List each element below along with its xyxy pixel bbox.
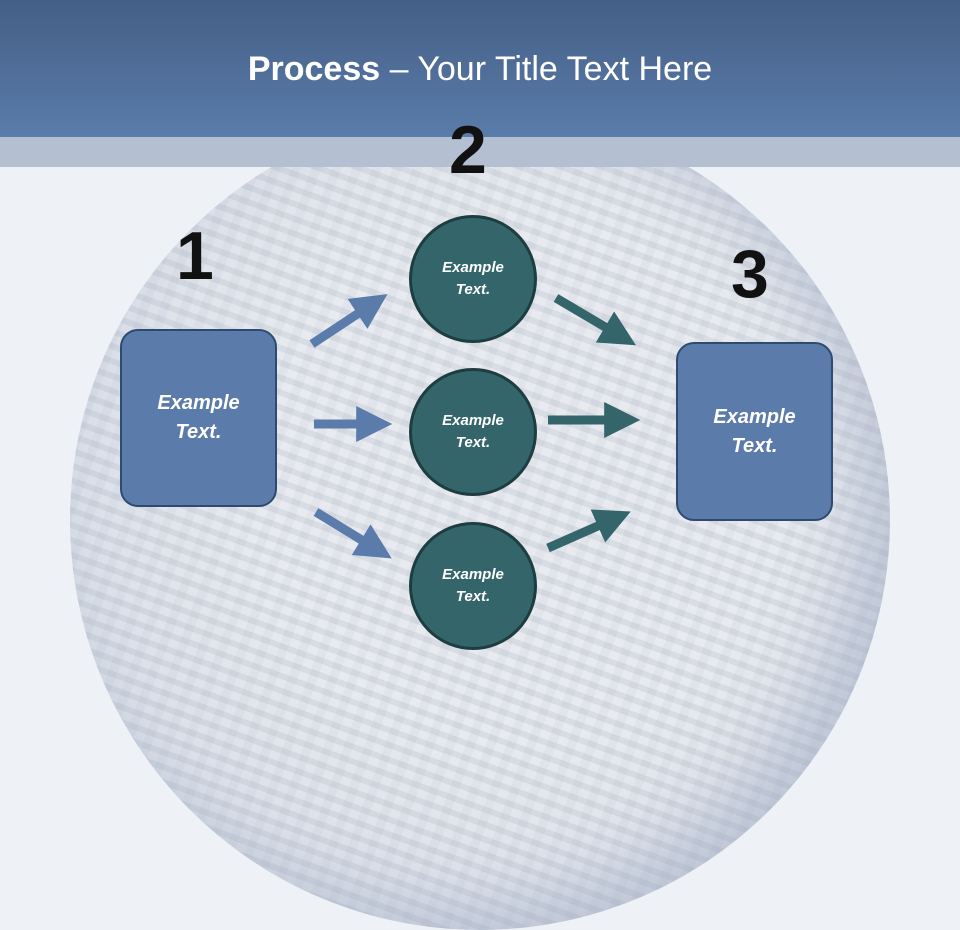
process-circle-top: Example Text. bbox=[409, 215, 537, 343]
step-number-2: 2 bbox=[449, 112, 487, 188]
process-box-right-text: Example Text. bbox=[713, 405, 796, 457]
arrow-left-to-bottom bbox=[313, 508, 392, 559]
slide-title-rest: – Your Title Text Here bbox=[380, 50, 713, 88]
process-circle-bottom-text: Example Text. bbox=[442, 565, 504, 606]
slide-title-bold: Process bbox=[247, 50, 381, 88]
process-box-left: Example Text. bbox=[120, 329, 277, 507]
step-number-3: 3 bbox=[731, 236, 769, 312]
slide-title: Process – Your Title Text Here bbox=[0, 50, 960, 89]
process-circle-top-text: Example Text. bbox=[442, 258, 504, 299]
process-box-left-text: Example Text. bbox=[157, 392, 240, 443]
arrow-top-to-right bbox=[553, 294, 636, 346]
title-bar-band bbox=[0, 137, 960, 167]
step-number-1: 1 bbox=[176, 218, 214, 294]
title-bar bbox=[0, 0, 960, 137]
process-circle-bottom: Example Text. bbox=[409, 522, 537, 650]
process-circle-middle: Example Text. bbox=[409, 368, 537, 496]
flow-arrows bbox=[309, 294, 641, 559]
process-circle-middle-text: Example Text. bbox=[442, 411, 504, 452]
arrow-bottom-to-right bbox=[546, 509, 631, 553]
arrow-left-to-top bbox=[309, 294, 388, 348]
process-box-right: Example Text. bbox=[676, 342, 833, 521]
